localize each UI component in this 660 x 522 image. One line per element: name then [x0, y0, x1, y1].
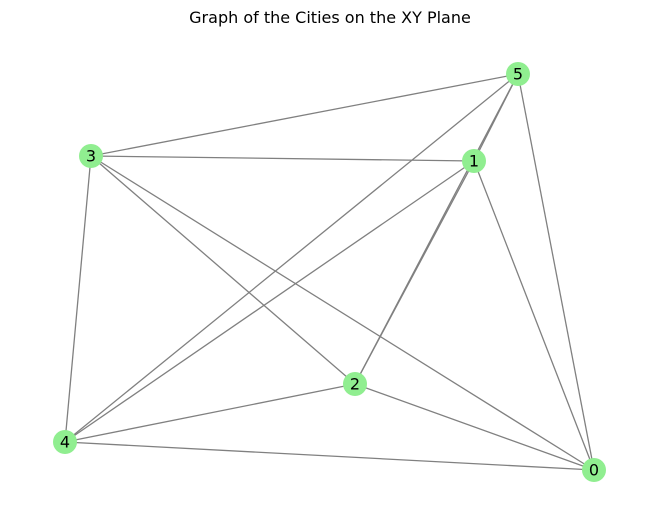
- edge-3-0: [90, 155, 595, 471]
- node-label-2: 2: [350, 375, 360, 394]
- edge-3-1: [90, 155, 475, 162]
- node-circle-3: [79, 144, 103, 168]
- node-label-5: 5: [513, 65, 523, 84]
- node-2: 2: [343, 372, 367, 396]
- node-0: 0: [582, 458, 606, 482]
- node-circle-5: [506, 62, 530, 86]
- edge-3-4: [64, 155, 92, 443]
- node-label-0: 0: [589, 461, 599, 480]
- edge-1-4: [64, 160, 475, 443]
- edge-2-4: [64, 383, 356, 443]
- node-label-4: 4: [60, 433, 70, 452]
- edge-1-0: [473, 160, 595, 471]
- node-label-3: 3: [86, 147, 96, 166]
- edge-4-0: [64, 441, 595, 471]
- edge-1-2: [354, 160, 475, 385]
- node-circle-1: [462, 149, 486, 173]
- edge-5-4: [64, 73, 519, 443]
- node-label-1: 1: [469, 152, 479, 171]
- node-4: 4: [53, 430, 77, 454]
- node-1: 1: [462, 149, 486, 173]
- edge-5-0: [517, 73, 595, 471]
- node-5: 5: [506, 62, 530, 86]
- edge-2-0: [354, 383, 595, 471]
- graph-edges: [64, 73, 595, 471]
- node-circle-2: [343, 372, 367, 396]
- diagram-title: Graph of the Cities on the XY Plane: [189, 8, 471, 27]
- edge-3-5: [90, 73, 519, 157]
- graph-nodes: 0 1 2 3 4 5: [53, 62, 606, 482]
- node-circle-0: [582, 458, 606, 482]
- edge-3-2: [90, 155, 356, 385]
- node-3: 3: [79, 144, 103, 168]
- node-circle-4: [53, 430, 77, 454]
